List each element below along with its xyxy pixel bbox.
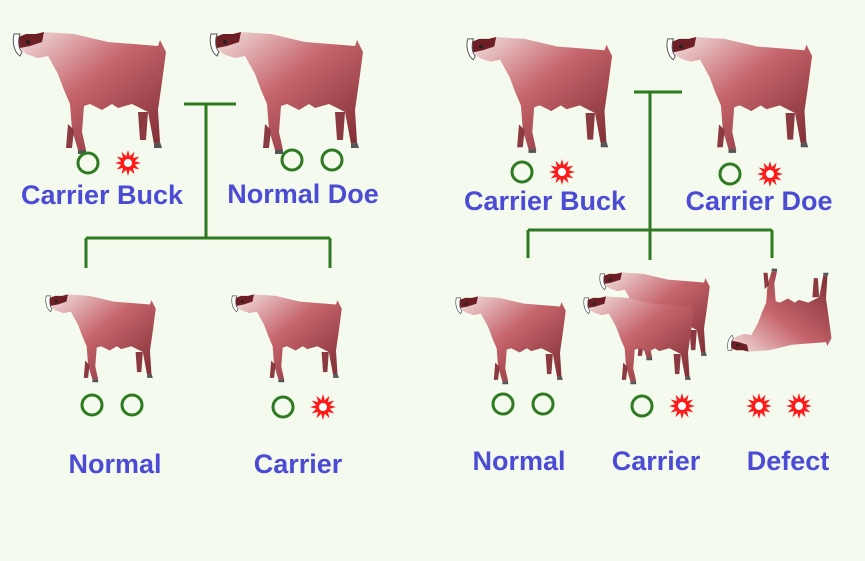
red-star-icon — [115, 150, 141, 176]
right-parent-buck-label: Carrier Buck — [463, 186, 627, 216]
goat-icon — [466, 36, 613, 154]
red-star-icon — [757, 161, 783, 187]
green-circle-icon — [510, 160, 534, 184]
goat-icon — [666, 36, 813, 154]
red-star-icon — [549, 159, 575, 185]
goat-icon — [45, 294, 157, 383]
green-circle-icon — [76, 151, 100, 175]
goat-icon — [12, 31, 167, 155]
green-circle-icon — [491, 392, 515, 416]
right-offspring-defect-label: Defect — [746, 446, 830, 476]
left-parent-buck-label: Carrier Buck — [20, 180, 184, 210]
green-circle-icon — [718, 162, 742, 186]
right-offspring-carrier-label: Carrier — [611, 446, 701, 476]
green-circle-icon — [280, 148, 304, 172]
red-star-icon — [786, 393, 812, 419]
allele-markers — [76, 148, 812, 420]
red-star-icon — [746, 393, 772, 419]
goat-icon — [231, 294, 343, 383]
left-offspring-normal-label: Normal — [68, 449, 162, 479]
right-parent-doe-label: Carrier Doe — [685, 186, 833, 216]
green-circle-icon — [80, 393, 104, 417]
left-parent-doe-label: Normal Doe — [227, 179, 379, 209]
green-circle-icon — [630, 394, 654, 418]
red-star-icon — [310, 394, 336, 420]
green-circle-icon — [271, 395, 295, 419]
green-circle-icon — [120, 393, 144, 417]
pedigree-lines — [84, 90, 774, 268]
right-offspring-normal-label: Normal — [472, 446, 566, 476]
goat-icon — [727, 268, 832, 352]
red-star-icon — [669, 393, 695, 419]
goat-icon — [209, 31, 364, 155]
green-circle-icon — [320, 148, 344, 172]
green-circle-icon — [531, 392, 555, 416]
left-offspring-carrier-label: Carrier — [253, 449, 343, 479]
goat-icon — [455, 296, 567, 385]
